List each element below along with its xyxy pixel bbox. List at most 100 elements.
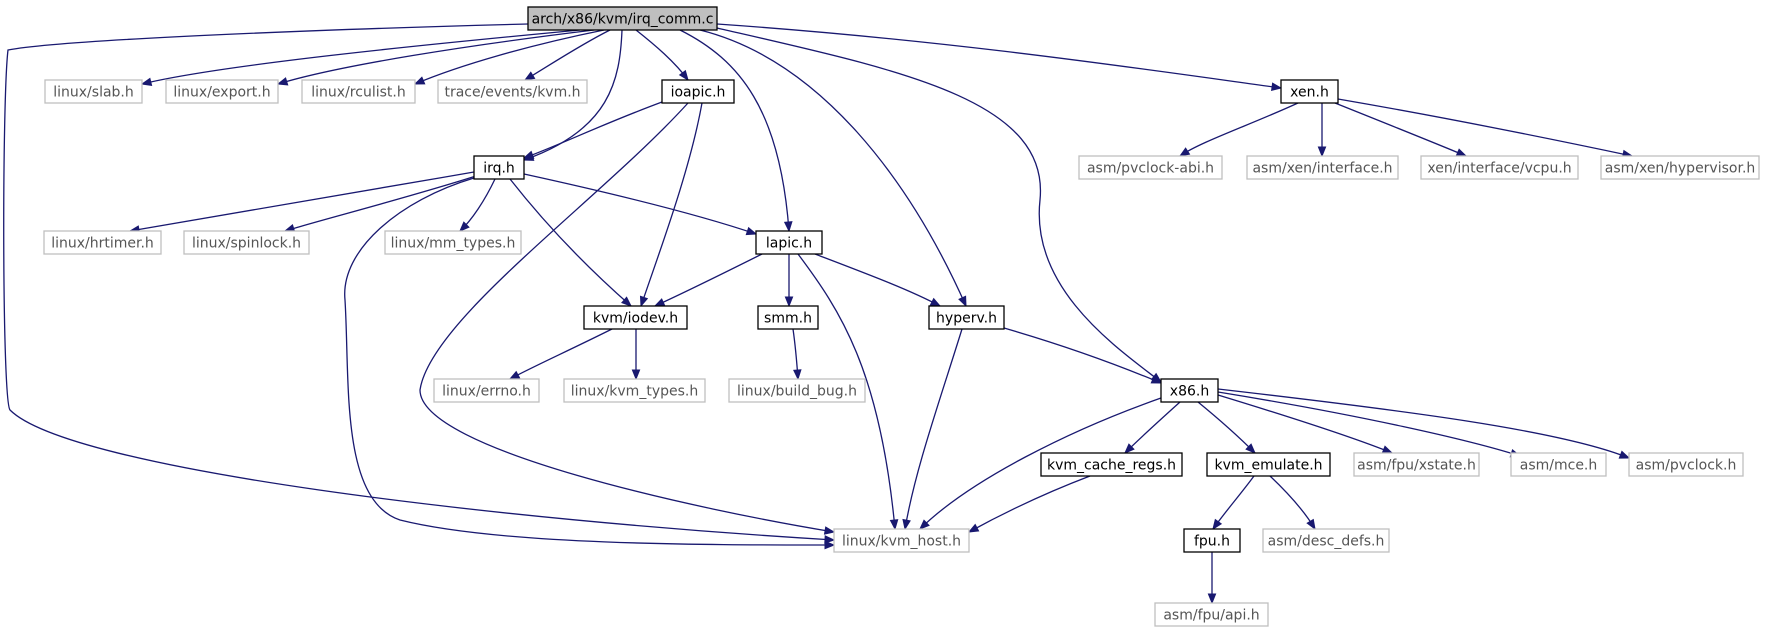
edge-line [1217,394,1393,454]
edge-irq-to-hrtimer [128,171,475,234]
edge-line [814,253,941,307]
node-label: trace/events/kvm.h [444,85,580,101]
node-label: asm/pvclock-abi.h [1087,161,1214,177]
edge-line [1217,391,1521,457]
node-box [1628,452,1744,477]
node-kvmtypes: linux/kvm_types.h [563,378,706,403]
node-mmtypes: linux/mm_types.h [384,230,522,255]
edge-lapic-to-kvmiodev [653,253,763,307]
edge-arrowhead [276,77,289,86]
edge-line [509,328,613,380]
node-spinlock: linux/spinlock.h [183,230,310,255]
node-label: asm/mce.h [1520,458,1598,474]
node-xstate: asm/fpu/xstate.h [1353,452,1480,477]
node-box [1353,452,1480,477]
node-box [661,79,735,104]
edge-line [523,101,663,159]
edge-arrowhead [929,297,942,307]
edge-lapic-to-kvmhost [797,253,899,531]
node-box [1262,528,1390,553]
edge-arrowhead [783,221,793,233]
node-box [301,79,416,104]
node-emulate[interactable]: kvm_emulate.h [1206,452,1331,477]
edge-root-to-hyperv [699,29,967,308]
edge-arrowhead [745,226,758,236]
node-box [183,230,310,255]
node-label: ioapic.h [671,85,726,101]
node-label: irq.h [483,161,515,177]
node-ioapic[interactable]: ioapic.h [661,79,735,104]
node-box [1420,155,1579,180]
edge-arrowhead [523,71,536,81]
node-lapic[interactable]: lapic.h [755,230,823,255]
node-label: kvm_emulate.h [1214,458,1322,474]
node-box [583,305,688,330]
node-box [433,378,540,403]
edge-line [414,29,605,85]
edge-cacheregs-to-kvmhost [967,475,1091,533]
edge-line [716,23,1282,89]
node-buildbug: linux/build_bug.h [728,378,866,403]
edge-line [968,475,1091,533]
edge-irq-to-mmtypes [459,178,496,232]
edge-emulate-to-fpu [1212,475,1255,531]
node-kvmiodev[interactable]: kvm/iodev.h [583,305,688,330]
edge-xen-to-xenhyp [1337,98,1634,159]
node-xeninterface: asm/xen/interface.h [1246,155,1399,180]
node-trace: trace/events/kvm.h [437,79,588,104]
edge-line [3,23,835,541]
node-irq[interactable]: irq.h [473,155,525,180]
node-label: linux/kvm_host.h [842,534,961,550]
edge-arrowhead [522,150,535,159]
edge-ioapic-to-kvmhost [419,102,836,535]
node-label: lapic.h [766,236,812,252]
node-box [1160,378,1219,403]
edge-line [344,177,835,546]
edge-line [523,29,623,161]
edge-arrowhead [459,221,470,232]
edge-irq-to-lapic [523,173,758,236]
node-label: linux/mm_types.h [391,236,516,252]
edge-arrowhead [1245,443,1256,454]
node-export: linux/export.h [165,79,279,104]
edge-line [699,29,967,307]
node-root[interactable]: arch/x86/kvm/irq_comm.c [527,6,718,31]
edge-arrowhead [1124,443,1135,454]
node-slab: linux/slab.h [44,79,143,104]
node-hrtimer: linux/hrtimer.h [43,230,162,255]
node-label: asm/xen/interface.h [1252,161,1392,177]
edge-root-to-ioapic [635,29,689,82]
node-smm[interactable]: smm.h [757,305,819,330]
node-box [833,528,970,553]
node-xen[interactable]: xen.h [1280,79,1339,104]
edge-arrowhead [784,296,794,308]
node-x86[interactable]: x86.h [1160,378,1219,403]
node-label: linux/export.h [173,85,270,101]
edge-line [419,102,835,533]
node-box [1078,155,1223,180]
node-box [1183,528,1241,553]
edge-arrowhead [967,523,980,533]
node-cacheregs[interactable]: kvm_cache_regs.h [1040,452,1183,477]
node-label: asm/fpu/xstate.h [1357,458,1476,474]
node-hyperv[interactable]: hyperv.h [928,305,1005,330]
node-box [563,378,706,403]
edge-arrowhead [1306,518,1316,531]
node-box [165,79,279,104]
edge-line [1003,327,1162,384]
edge-arrowhead [413,76,426,85]
edge-line [797,253,896,530]
edge-line [509,178,632,307]
edge-line [1269,475,1316,530]
edge-arrowhead [793,369,802,381]
edge-arrowhead [621,296,633,307]
node-fpu[interactable]: fpu.h [1183,528,1241,553]
node-label: linux/hrtimer.h [51,236,154,252]
edge-line [904,328,963,530]
node-label: xen.h [1290,85,1329,101]
node-box [1154,602,1269,627]
edge-line [1212,475,1255,530]
edge-line [635,29,689,81]
node-label: smm.h [764,311,812,327]
edge-line [523,173,757,235]
